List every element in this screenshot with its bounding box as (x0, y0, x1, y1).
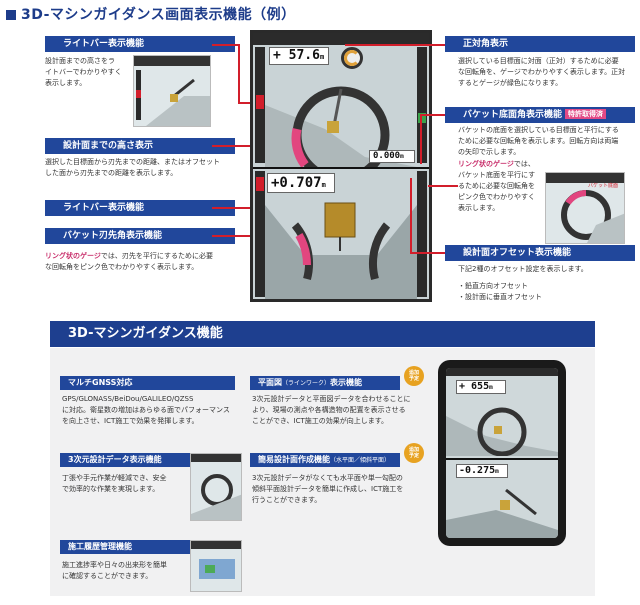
desc-bucket-bottom: バケットの底面を選択している目標面と平行にする ために必要な回転角を表示します。… (458, 126, 619, 156)
label-blade-angle: バケット刃先角表示機能 (45, 228, 235, 244)
height-value: + 57.6m (269, 47, 329, 65)
coming-soon-badge-2: 追加 予定 (404, 443, 424, 463)
label-lightbar-2: ライトバー表示機能 (45, 200, 235, 216)
tablet-bottom-value: -0.275m (456, 464, 508, 478)
desc-bucket-bottom-ring: リング状のゲージでは、 バケット底面を平行にす るために必要な回転角を ピンク色… (458, 160, 536, 212)
label-facing-angle: 正対角表示 (445, 36, 635, 52)
facing-gauge (341, 47, 363, 69)
lightbar-thumbnail (133, 55, 211, 127)
monitor-lower-screen: +0.707m (253, 169, 429, 299)
history-thumbnail (190, 540, 242, 592)
tablet-device: + 655m -0.275m (438, 360, 566, 546)
offset-item-2: ・設計面に垂直オフセット (458, 293, 542, 301)
right-lightbar-lower (417, 171, 427, 297)
desc-facing-angle: 選択している目標面に対面（正対）するために必要 な回転角を、ゲージでわかりやすく… (458, 57, 626, 87)
bucket-bottom-thumb-note: バケット底面 (588, 183, 619, 189)
feature-label-planview: 平面図（ラインワーク）表示機能 (250, 376, 400, 390)
label-design-height: 設計面までの高さ表示 (45, 138, 235, 154)
coming-soon-badge-1: 追加 予定 (404, 366, 424, 386)
upper-view-graphic (265, 86, 417, 167)
tablet-top-value: + 655m (456, 380, 506, 394)
feature-label-simple-design: 簡易設計面作成機能（水平面／傾斜平面） (250, 453, 400, 467)
offset-item-1: ・鉛直方向オフセット (458, 282, 528, 290)
blade-value: +0.707m (267, 173, 335, 193)
desc-design-offset: 下記2種のオフセット設定を表示します。 (458, 265, 588, 273)
bucket-bottom-thumbnail-graphic (546, 173, 624, 243)
offset-value: 0.000m (369, 150, 415, 163)
feature-label-3d-design: 3次元設計データ表示機能 (60, 453, 190, 467)
feature-desc-gnss: GPS/GLONASS/BeiDou/GALILEO/QZSS に対応。衛星数の… (62, 395, 230, 425)
lightbar-thumbnail-graphic (134, 56, 210, 126)
left-lightbar (255, 47, 265, 163)
label-design-offset: 設計面オフセット表示機能 (445, 245, 635, 261)
desc-blade-angle: リング状のゲージでは、刃先を平行にするために必要 な回転角をピンク色でわかりやす… (45, 252, 213, 271)
section2-title: 3D-マシンガイダンス機能 (50, 321, 595, 347)
lower-view-graphic (265, 202, 417, 299)
label-lightbar-1: ライトバー表示機能 (45, 36, 235, 52)
feature-label-history: 施工履歴管理機能 (60, 540, 190, 554)
status-bar (253, 33, 429, 45)
3d-design-thumbnail (190, 453, 242, 521)
bucket-bottom-thumbnail (545, 172, 625, 244)
feature-label-gnss: マルチGNSS対応 (60, 376, 235, 390)
feature-desc-history: 施工進捗率や日々の出来形を簡単 に確認することができます。 (62, 561, 167, 580)
feature-desc-3d-design: 丁張や手元作業が軽減でき、安全 で効率的な作業を実現します。 (62, 474, 167, 493)
left-lightbar-lower (255, 171, 265, 297)
right-lightbar (417, 47, 427, 163)
page-title: 3D-マシンガイダンス画面表示機能（例） (6, 4, 296, 24)
feature-desc-planview: 3次元設計データと平面図データを合わせることに より、現場の測点や各構造物の配置… (252, 395, 411, 425)
machine-guidance-monitor: + 57.6m 0.000m +0.707m (250, 30, 432, 302)
feature-desc-simple-design: 3次元設計データがなくても水平面や単一勾配の 傾斜平面設計データを簡単に作成し、… (252, 474, 404, 504)
label-bucket-bottom: バケット底面角表示機能特許取得済 (445, 107, 635, 123)
monitor-upper-screen: + 57.6m 0.000m (253, 33, 429, 167)
desc-lightbar-1: 設計面までの高さをラ イトバーでわかりやすく 表示します。 (45, 57, 122, 87)
desc-design-height: 選択した目標面から刃先までの距離、またはオフセット した面から刃先までの距離を表… (45, 158, 220, 177)
tablet-screen: + 655m -0.275m (446, 368, 558, 538)
